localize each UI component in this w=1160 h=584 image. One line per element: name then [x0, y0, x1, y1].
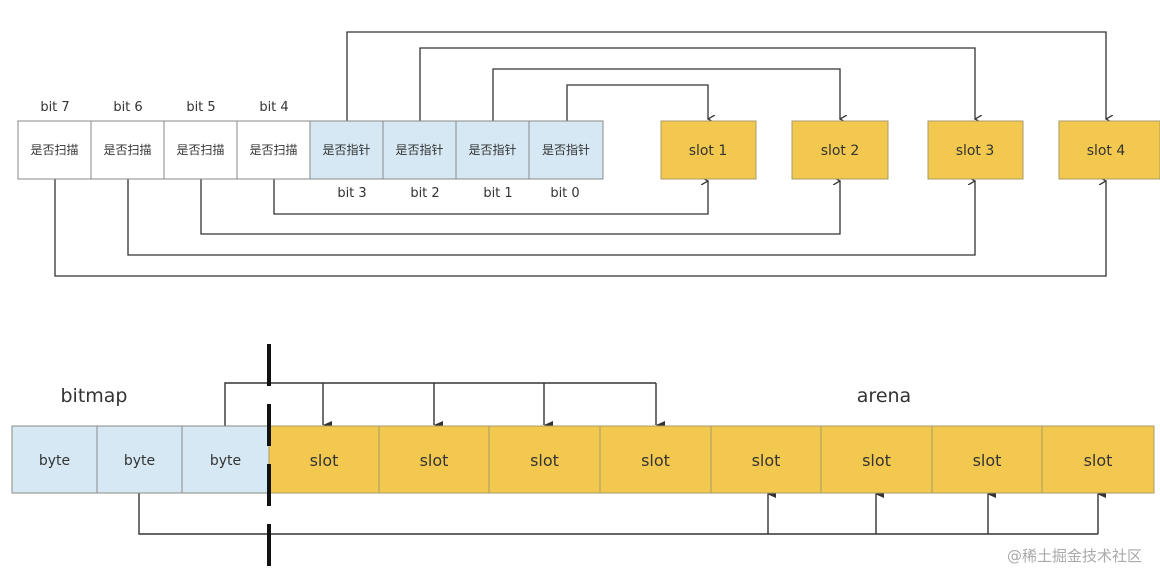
scan-bit-cells: 是否扫描 是否扫描 是否扫描 是否扫描 bit 7 bit 6 bit 5 bi… [17, 100, 311, 180]
bit-7-label: bit 7 [40, 100, 69, 115]
connector-bit3-slot4 [346, 31, 1106, 121]
top-diagram: 是否扫描 是否扫描 是否扫描 是否扫描 bit 7 bit 6 bit 5 bi… [17, 31, 1160, 277]
arena-slot-5 [710, 425, 822, 494]
arena-slot-2 [378, 425, 490, 494]
bit-0-label: bit 0 [550, 186, 579, 201]
bit-cell-0 [528, 120, 604, 180]
arena-slot-6 [820, 425, 933, 494]
arena-slot-3-label: slot [530, 451, 559, 470]
bit-cell-7 [17, 120, 92, 180]
bottom-diagram: bitmap arena byte byte byte [11, 344, 1155, 568]
watermark: @稀土掘金技术社区 [1007, 547, 1142, 565]
bit-cell-1-label: 是否指针 [468, 142, 516, 157]
arena-slot-1 [268, 425, 380, 494]
bit-3-label: bit 3 [337, 186, 366, 201]
top-connectors [54, 31, 1106, 277]
bit-cell-6 [90, 120, 165, 180]
arena-slot-4-label: slot [641, 451, 670, 470]
arena-slot-7-label: slot [973, 451, 1002, 470]
connector-byte3-top [224, 382, 656, 426]
arena-slot-2-label: slot [420, 451, 449, 470]
connector-bit6-slot3 [127, 179, 975, 256]
bit-1-label: bit 1 [483, 186, 512, 201]
slot-1-box [660, 120, 757, 180]
bit-cell-6-label: 是否扫描 [103, 143, 151, 157]
bit-cell-5-label: 是否扫描 [176, 143, 224, 157]
slot-2-box [791, 120, 889, 180]
slot-2-label: slot 2 [821, 143, 860, 159]
arena-slot-1-label: slot [310, 451, 339, 470]
bottom-connectors [138, 382, 1106, 535]
byte-3-label: byte [210, 453, 241, 469]
bit-cell-3-label: 是否指针 [322, 142, 370, 157]
bitmap-bytes: byte byte byte [11, 425, 270, 494]
bit-2-label: bit 2 [410, 186, 439, 201]
arena-slot-4 [599, 425, 712, 494]
connector-bit5-slot2 [200, 179, 840, 235]
byte-cell-1 [11, 425, 98, 494]
arena-slot-8-label: slot [1084, 451, 1113, 470]
byte-cell-2 [96, 425, 183, 494]
bit-cell-7-label: 是否扫描 [30, 143, 78, 157]
slot-3-box [927, 120, 1024, 180]
slot-4-label: slot 4 [1087, 143, 1126, 159]
connector-byte2-bottom [138, 493, 1098, 535]
connector-bit0-slot1 [566, 84, 708, 121]
slot-1-label: slot 1 [689, 143, 728, 159]
bit-4-label: bit 4 [259, 100, 288, 115]
bit-cell-4-label: 是否扫描 [249, 143, 297, 157]
connector-bit7-slot4 [54, 179, 1106, 277]
slot-3-label: slot 3 [956, 143, 995, 159]
bit-6-label: bit 6 [113, 100, 142, 115]
connector-bit2-slot3 [419, 47, 975, 121]
slot-4-box [1058, 120, 1160, 180]
bit-cell-2 [382, 120, 457, 180]
bitmap-title: bitmap [60, 385, 127, 407]
byte-2-label: byte [124, 453, 155, 469]
byte-1-label: byte [39, 453, 70, 469]
byte-cell-3 [181, 425, 270, 494]
top-slots: slot 1 slot 2 slot 3 slot 4 [660, 120, 1160, 180]
connector-bit1-slot2 [492, 68, 840, 121]
bit-cell-2-label: 是否指针 [395, 142, 443, 157]
arena-slot-6-label: slot [862, 451, 891, 470]
bit-cell-1 [455, 120, 530, 180]
connector-bit4-slot1 [273, 179, 708, 215]
arena-slot-5-label: slot [752, 451, 781, 470]
arena-title: arena [857, 385, 911, 407]
pointer-bit-cells: 是否指针 是否指针 是否指针 是否指针 bit 3 bit 2 bit 1 bi… [309, 120, 604, 201]
arena-slot-8 [1041, 425, 1155, 494]
arena-slot-7 [931, 425, 1043, 494]
bit-cell-0-label: 是否指针 [542, 142, 590, 157]
arena-slots: slot slot slot slot slot slot slot slot [268, 425, 1155, 494]
bit-5-label: bit 5 [186, 100, 215, 115]
